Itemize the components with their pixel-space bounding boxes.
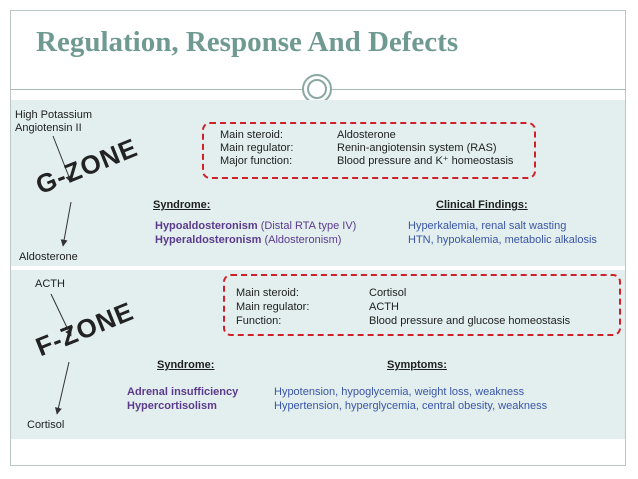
f-box-label-regulator: Main regulator: (236, 301, 310, 313)
f-zone-summary-box (223, 274, 621, 336)
g-box-value-function: Blood pressure and K⁺ homeostasis (337, 155, 514, 167)
f-box-value-function: Blood pressure and glucose homeostasis (369, 315, 571, 327)
g-syndrome-name: Hypoaldosteronism (155, 220, 258, 232)
f-zone-panel (11, 270, 625, 439)
f-zone-output-arrow (55, 361, 70, 415)
g-zone-input-arrow (52, 135, 72, 183)
f-box-value-regulator: ACTH (369, 301, 399, 313)
g-box-value-regulator: Renin-angiotensin system (RAS) (337, 142, 497, 154)
g-box-label-function: Major function: (220, 155, 293, 167)
g-syndrome-detail: (Aldosteronism) (264, 234, 342, 246)
f-syndrome-adrenal-insufficiency: Adrenal insufficiency (127, 386, 239, 398)
g-row-hyperaldosteronism: Hyperaldosteronism (Aldosteronism) (155, 234, 341, 247)
diagram: High Potassium Angiotensin II G-ZONE Ald… (11, 100, 625, 439)
slide-title: Regulation, Response And Defects (36, 26, 459, 58)
f-box-label-function: Function: (236, 315, 282, 327)
flow-arrows (50, 135, 72, 415)
g-zone-input-angiotensin: Angiotensin II (15, 122, 82, 134)
g-row-hypoaldosteronism: Hypoaldosteronism (Distal RTA type IV) (155, 220, 356, 233)
g-box-label-steroid: Main steroid: (220, 129, 283, 141)
g-syndrome-header: Syndrome: (153, 199, 211, 211)
f-syndrome-hypercortisolism: Hypercortisolism (127, 400, 217, 412)
zone-separator (11, 266, 625, 270)
f-zone-input-acth: ACTH (35, 278, 65, 290)
g-syndrome-detail: (Distal RTA type IV) (260, 220, 357, 232)
g-zone-output: Aldosterone (19, 251, 78, 263)
g-finding-hypo: Hyperkalemia, renal salt wasting (408, 220, 567, 232)
f-box-label-steroid: Main steroid: (236, 287, 299, 299)
g-findings-header: Clinical Findings: (436, 199, 528, 211)
f-symptoms-header: Symptoms: (387, 359, 447, 371)
f-syndrome-header: Syndrome: (157, 359, 215, 371)
g-zone-panel (11, 100, 625, 266)
f-symptom-hypercortisolism: Hypertension, hyperglycemia, central obe… (274, 400, 548, 412)
f-zone-input-arrow (50, 293, 72, 337)
g-box-value-steroid: Aldosterone (337, 129, 396, 141)
f-symptom-adrenal: Hypotension, hypoglycemia, weight loss, … (274, 386, 525, 398)
g-zone-input-potassium: High Potassium (15, 109, 93, 121)
slide-frame (10, 10, 626, 466)
g-finding-hyper: HTN, hypokalemia, metabolic alkalosis (408, 234, 597, 246)
g-zone-output-arrow (60, 201, 72, 247)
g-syndrome-name: Hyperaldosteronism (155, 234, 262, 246)
f-zone-output: Cortisol (27, 419, 65, 431)
g-box-label-regulator: Main regulator: (220, 142, 294, 154)
g-zone-summary-box (202, 122, 536, 179)
f-box-value-steroid: Cortisol (369, 287, 407, 299)
